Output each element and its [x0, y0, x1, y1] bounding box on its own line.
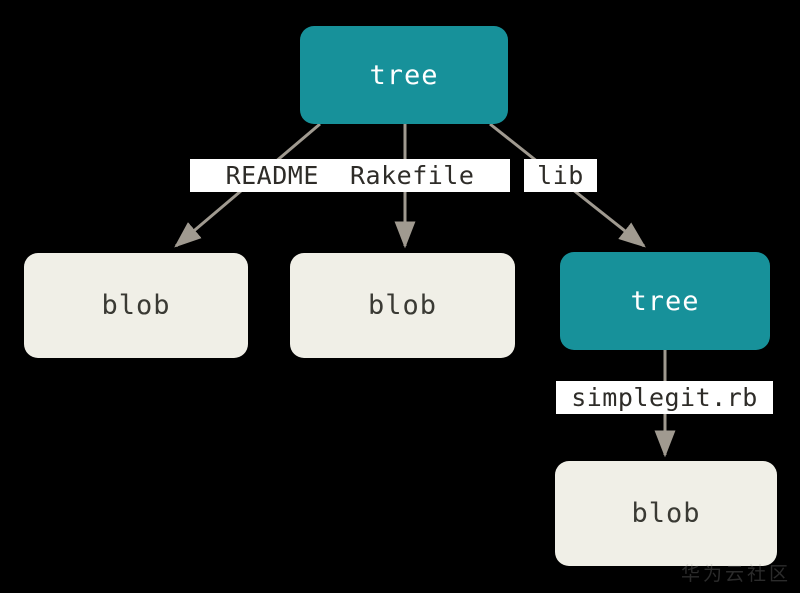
edge-label-lib: lib — [524, 159, 597, 192]
node-label: blob — [631, 498, 701, 529]
edge-label-readme-rakefile: README Rakefile — [190, 159, 510, 192]
node-blob-readme[interactable]: blob — [24, 253, 248, 358]
edge-label-simplegit: simplegit.rb — [556, 381, 773, 414]
node-blob-simplegit[interactable]: blob 华为云社区 — [555, 461, 777, 566]
node-label: blob — [367, 290, 438, 321]
node-blob-rakefile[interactable]: blob — [290, 253, 515, 358]
node-label: tree — [630, 285, 700, 317]
node-tree-lib[interactable]: tree — [560, 252, 770, 350]
node-label: blob — [101, 290, 171, 321]
node-label: tree — [369, 59, 439, 91]
node-tree-root[interactable]: tree — [300, 26, 508, 124]
watermark-overlay: 华为云社区 — [681, 559, 777, 566]
